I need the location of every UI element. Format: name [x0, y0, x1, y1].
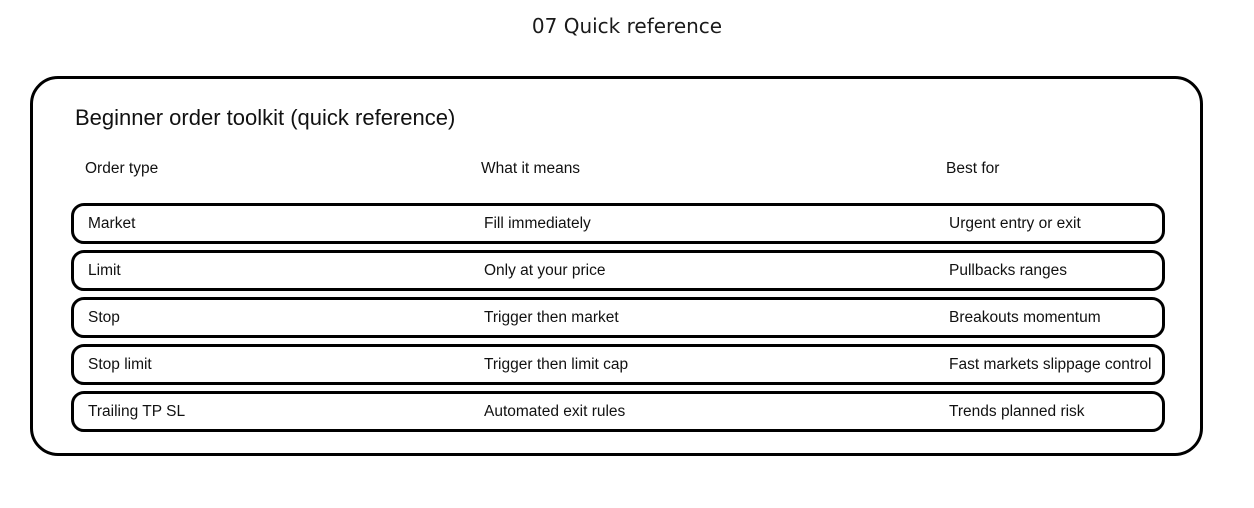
cell-order-type: Stop limit [88, 355, 152, 373]
table-row-trailing-tp-sl: Trailing TP SL Automated exit rules Tren… [71, 391, 1165, 432]
table-row-market: Market Fill immediately Urgent entry or … [71, 203, 1165, 244]
cell-best-for: Urgent entry or exit [949, 214, 1081, 232]
column-header-best-for: Best for [946, 160, 1000, 177]
cell-best-for: Trends planned risk [949, 402, 1085, 420]
column-header-order-type: Order type [85, 160, 159, 177]
cell-best-for: Pullbacks ranges [949, 261, 1068, 279]
column-header-what-it-means: What it means [481, 160, 581, 177]
cell-best-for: Breakouts momentum [949, 308, 1101, 326]
page-title: 07 Quick reference [531, 14, 723, 38]
cell-meaning: Automated exit rules [484, 402, 626, 420]
quick-reference-card: Beginner order toolkit (quick reference)… [30, 76, 1203, 456]
cell-order-type: Limit [88, 261, 121, 279]
cell-meaning: Only at your price [484, 261, 606, 279]
cell-meaning: Fill immediately [484, 214, 591, 232]
table-row-stop-limit: Stop limit Trigger then limit cap Fast m… [71, 344, 1165, 385]
cell-order-type: Trailing TP SL [88, 402, 186, 420]
cell-meaning: Trigger then limit cap [484, 355, 629, 373]
cell-meaning: Trigger then market [484, 308, 619, 326]
cell-order-type: Market [88, 214, 136, 232]
card-heading: Beginner order toolkit (quick reference) [75, 105, 456, 130]
cell-order-type: Stop [88, 308, 120, 326]
table-row-limit: Limit Only at your price Pullbacks range… [71, 250, 1165, 291]
table-row-stop: Stop Trigger then market Breakouts momen… [71, 297, 1165, 338]
cell-best-for: Fast markets slippage control [949, 355, 1152, 373]
